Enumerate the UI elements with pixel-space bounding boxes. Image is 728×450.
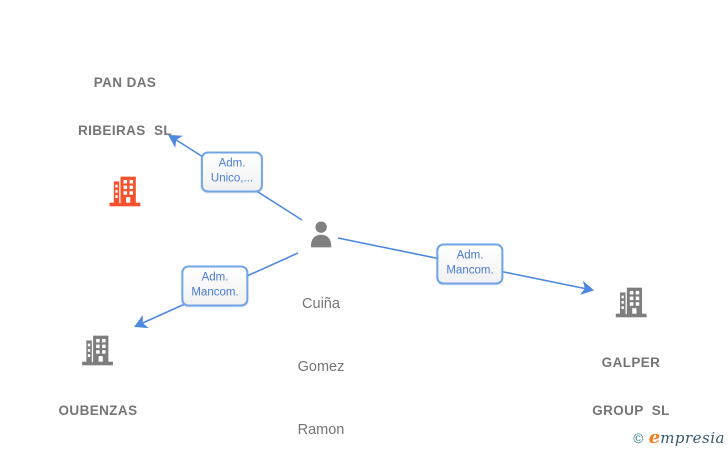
company-name: OUBENZAS SACRA SL xyxy=(58,403,138,418)
node-company-pan-das-ribeiras[interactable]: PAN DAS RIBEIRAS SL xyxy=(78,43,172,208)
edge-label-adm-unico[interactable]: Adm. Unico,... xyxy=(200,151,264,193)
edge-label-adm-mancom-right[interactable]: Adm. Mancom. xyxy=(436,243,504,285)
person-icon xyxy=(306,219,337,250)
node-person-cuina-gomez-ramon[interactable]: Cuiña Gomez Ramon xyxy=(297,219,345,450)
company-name: GALPER GROUP SL xyxy=(592,355,670,418)
brand-name: mpresia xyxy=(660,429,725,447)
node-company-oubenzas-sacra[interactable]: OUBENZAS SACRA SL xyxy=(59,333,138,450)
person-name: Cuiña Gomez Ramon xyxy=(297,296,345,438)
building-icon xyxy=(108,174,142,208)
brand-initial: e xyxy=(648,427,661,448)
node-company-galper-group[interactable]: GALPER GROUP SL xyxy=(592,285,670,450)
building-icon xyxy=(614,285,648,319)
building-icon xyxy=(81,333,115,367)
edge-label-adm-mancom-left[interactable]: Adm. Mancom. xyxy=(181,265,249,307)
copyright-symbol: © xyxy=(631,432,645,447)
company-name: PAN DAS RIBEIRAS SL xyxy=(77,75,173,138)
empresia-logo[interactable]: ©empresia xyxy=(632,427,725,448)
